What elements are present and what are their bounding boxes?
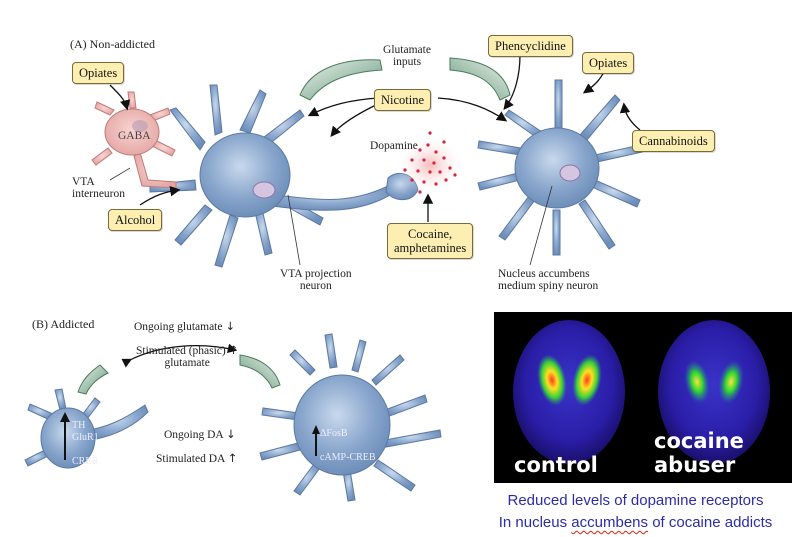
gaba-interneuron xyxy=(91,91,177,189)
callout-opiates-right: Opiates xyxy=(582,52,635,74)
dopamine-label: Dopamine xyxy=(370,140,418,152)
pet-scan-panel: control cocaine abuser xyxy=(494,312,792,483)
cocaine-abuser-brain-scan xyxy=(658,320,770,464)
caption-line-2: In nucleus accumbens of cocaine addicts xyxy=(498,514,773,531)
glutamate-terminal-left xyxy=(299,59,383,101)
vta-nucleus xyxy=(252,181,276,199)
nucleus-accumbens-neuron xyxy=(477,79,643,256)
control-brain-scan xyxy=(513,320,625,464)
stimulated-glutamate-label: Stimulated (phasic) ↑glutamate xyxy=(136,343,239,369)
addicted-vta-neuron xyxy=(24,388,149,469)
ongoing-da-label: Ongoing DA ↓ xyxy=(164,427,236,441)
caption-line-1: Reduced levels of dopamine receptors xyxy=(507,492,764,509)
ongoing-glutamate-label: Ongoing glutamate ↓ xyxy=(134,319,235,333)
callout-alcohol: Alcohol xyxy=(108,209,163,231)
addicted-accumbens-neuron xyxy=(259,333,442,502)
callout-nicotine: Nicotine xyxy=(374,89,432,111)
callout-opiates-left: Opiates xyxy=(72,62,125,84)
glutamate-terminal-right xyxy=(449,57,511,101)
cocaine-abuser-label: cocaine abuser xyxy=(654,429,744,477)
gaba-label: GABA xyxy=(118,130,151,142)
stimulated-da-label: Stimulated DA ↑ xyxy=(156,451,238,465)
control-label: control xyxy=(514,453,598,477)
vta-projection-neuron xyxy=(149,84,419,268)
dopamine-dots xyxy=(403,131,457,194)
panel-a-title: (A) Non-addicted xyxy=(70,37,155,51)
callout-cannabinoids: Cannabinoids xyxy=(632,130,715,152)
callout-cocaine-amphetamines: Cocaine,amphetamines xyxy=(387,223,474,259)
callout-phencyclidine: Phencyclidine xyxy=(488,35,573,57)
panel-b-title: (B) Addicted xyxy=(32,317,95,331)
